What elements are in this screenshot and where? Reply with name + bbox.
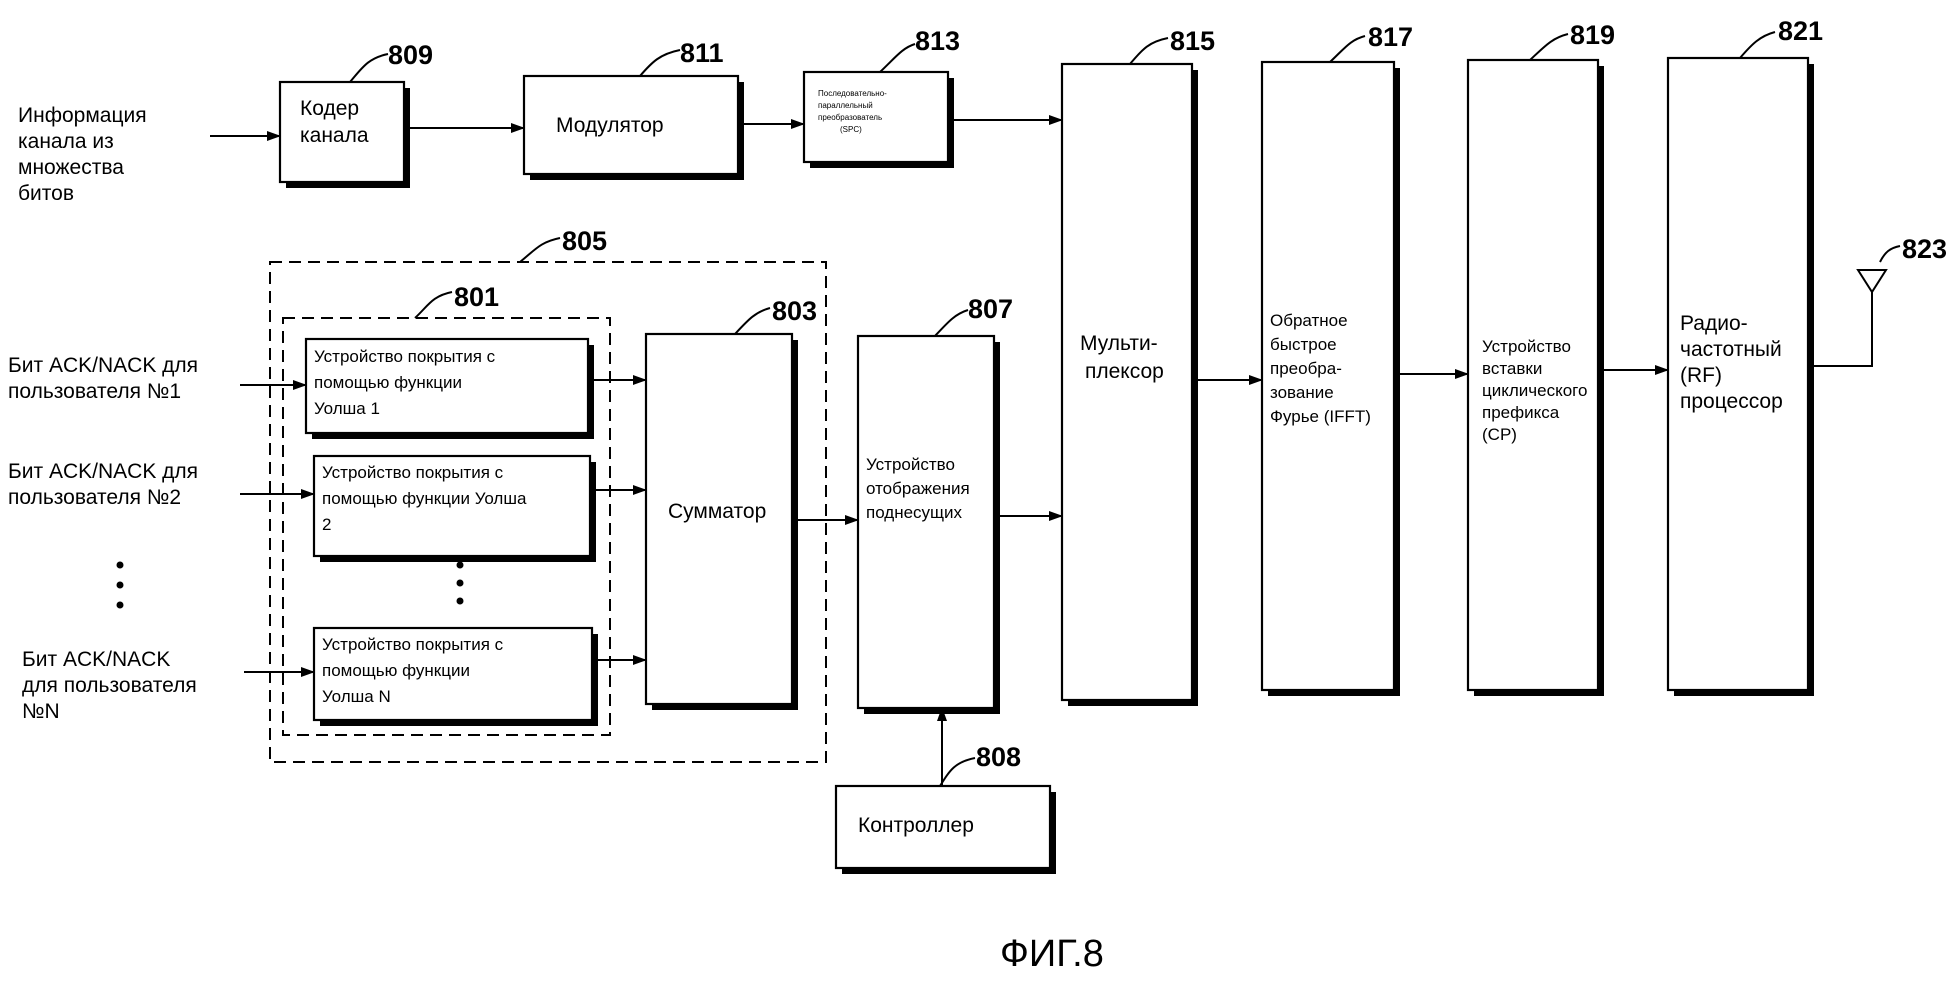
svg-text:множества: множества: [18, 156, 124, 179]
cp-inserter-label-5: (CP): [1482, 425, 1517, 444]
channel-coder-label-2: канала: [300, 124, 369, 147]
spc-label-3: преобразователь: [818, 113, 882, 122]
ref-821: 821: [1778, 16, 1823, 46]
ref-809: 809: [388, 40, 433, 70]
ref-808: 808: [976, 742, 1021, 772]
ref-815: 815: [1170, 26, 1215, 56]
ref-leader-813: [879, 43, 916, 73]
spreader-n-label-1: Устройство покрытия с: [322, 635, 504, 654]
channel-coder-block: Кодер канала 809: [278, 40, 433, 188]
ref-leader-809: [349, 53, 389, 83]
subcarrier-mapper-label-2: отображения: [866, 479, 970, 498]
svg-text:Бит ACK/NACK: Бит ACK/NACK: [22, 648, 170, 671]
spc-label-2: параллельный: [818, 101, 873, 110]
spreader-ellipsis: [456, 561, 464, 605]
ref-leader-805: [519, 237, 561, 263]
figure-caption: ФИГ.8: [1000, 933, 1104, 975]
spreading-group-outline: [269, 261, 827, 763]
svg-text:Бит ACK/NACK для: Бит ACK/NACK для: [8, 354, 198, 377]
input-user-2: Бит ACK/NACK для пользователя №2: [8, 460, 198, 509]
ref-823: 823: [1902, 234, 1947, 264]
input-channel-info: Информация канала из множества битов: [18, 104, 147, 205]
cp-inserter-label-4: префикса: [1482, 403, 1560, 422]
spreader-1-label-2: помощью функции: [314, 373, 462, 392]
rf-processor-block: Радио- частотный (RF) процессор 821: [1666, 16, 1823, 696]
ifft-label-2: быстрое: [1270, 335, 1337, 354]
ref-leader-821: [1739, 31, 1776, 59]
spreader-2-label-2: помощью функции Уолша: [322, 489, 527, 508]
subcarrier-mapper-label-3: поднесущих: [866, 503, 963, 522]
cp-inserter-label-2: вставки: [1482, 359, 1542, 378]
rf-processor-label-1: Радио-: [1680, 312, 1748, 335]
ref-813: 813: [915, 26, 960, 56]
svg-text:канала из: канала из: [18, 130, 114, 153]
signal-wires: [210, 115, 1873, 786]
ref-leader-801: [414, 291, 453, 319]
subcarrier-mapper-label-1: Устройство: [866, 455, 955, 474]
spreader-1-label-3: Уолша 1: [314, 399, 380, 418]
ifft-label-5: Фурье (IFFT): [1270, 407, 1371, 426]
svg-text:пользователя №2: пользователя №2: [8, 486, 181, 509]
ifft-label-4: зование: [1270, 383, 1334, 402]
multiplexer-label-2: плексор: [1085, 360, 1164, 383]
ref-leader-808: [939, 757, 976, 787]
ref-801: 801: [454, 282, 499, 312]
modulator-block: Модулятор 811: [522, 38, 744, 180]
rf-processor-label-4: процессор: [1680, 390, 1783, 413]
input-user-n: Бит ACK/NACK для пользователя №N: [22, 648, 197, 723]
ref-leader-819: [1529, 33, 1569, 61]
spreader-n-label-2: помощью функции: [322, 661, 470, 680]
spc-block: Последовательно- параллельный преобразов…: [802, 26, 960, 168]
ref-817: 817: [1368, 22, 1413, 52]
ref-leader-807: [934, 309, 969, 337]
controller-block: Контроллер 808: [834, 742, 1056, 874]
spreader-1-label-1: Устройство покрытия с: [314, 347, 496, 366]
multiplexer-block: Мульти- плексор 815: [1060, 26, 1215, 706]
ifft-label-3: преобра-: [1270, 359, 1342, 378]
summer-label: Сумматор: [668, 500, 766, 523]
ref-leader-803: [734, 307, 771, 335]
cp-inserter-block: Устройство вставки циклического префикса…: [1466, 20, 1615, 696]
cp-inserter-label-3: циклического: [1482, 381, 1587, 400]
controller-label: Контроллер: [858, 814, 974, 837]
ifft-label-1: Обратное: [1270, 311, 1348, 330]
ref-leader-811: [639, 49, 681, 77]
summer-block: Сумматор 803: [644, 296, 817, 710]
ref-805: 805: [562, 226, 607, 256]
multiplexer-label-1: Мульти-: [1080, 332, 1158, 355]
spc-label-4: (SPC): [840, 125, 862, 134]
ref-803: 803: [772, 296, 817, 326]
spreader-2-label-1: Устройство покрытия с: [322, 463, 504, 482]
spreader-1-block: Устройство покрытия с помощью функции Уо…: [304, 337, 594, 439]
antenna-icon: 823: [1856, 234, 1947, 294]
rf-processor-label-3: (RF): [1680, 364, 1722, 387]
input-user-1: Бит ACK/NACK для пользователя №1: [8, 354, 198, 403]
spreader-2-block: Устройство покрытия с помощью функции Уо…: [312, 454, 596, 562]
ref-leader-823: [1879, 245, 1901, 263]
ref-leader-815: [1129, 37, 1169, 65]
svg-text:№N: №N: [22, 700, 60, 723]
ifft-block: Обратное быстрое преобра- зование Фурье …: [1260, 22, 1413, 696]
rf-processor-label-2: частотный: [1680, 338, 1782, 361]
svg-text:для пользователя: для пользователя: [22, 674, 197, 697]
input-ellipsis: [116, 561, 124, 609]
ref-807: 807: [968, 294, 1013, 324]
svg-text:пользователя №1: пользователя №1: [8, 380, 181, 403]
spreader-n-block: Устройство покрытия с помощью функции Уо…: [312, 626, 598, 726]
spc-label-1: Последовательно-: [818, 89, 887, 98]
svg-text:Информация: Информация: [18, 104, 147, 127]
spreader-group-outline: [282, 317, 611, 736]
modulator-label: Модулятор: [556, 114, 664, 137]
channel-coder-label-1: Кодер: [300, 97, 359, 120]
svg-text:Бит ACK/NACK для: Бит ACK/NACK для: [8, 460, 198, 483]
subcarrier-mapper-block: Устройство отображения поднесущих 807: [856, 294, 1013, 714]
spreader-2-label-3: 2: [322, 515, 331, 534]
ref-811: 811: [680, 38, 724, 68]
spreader-n-label-3: Уолша N: [322, 687, 391, 706]
cp-inserter-label-1: Устройство: [1482, 337, 1571, 356]
svg-text:битов: битов: [18, 182, 74, 205]
ref-leader-817: [1329, 35, 1366, 63]
ref-819: 819: [1570, 20, 1615, 50]
